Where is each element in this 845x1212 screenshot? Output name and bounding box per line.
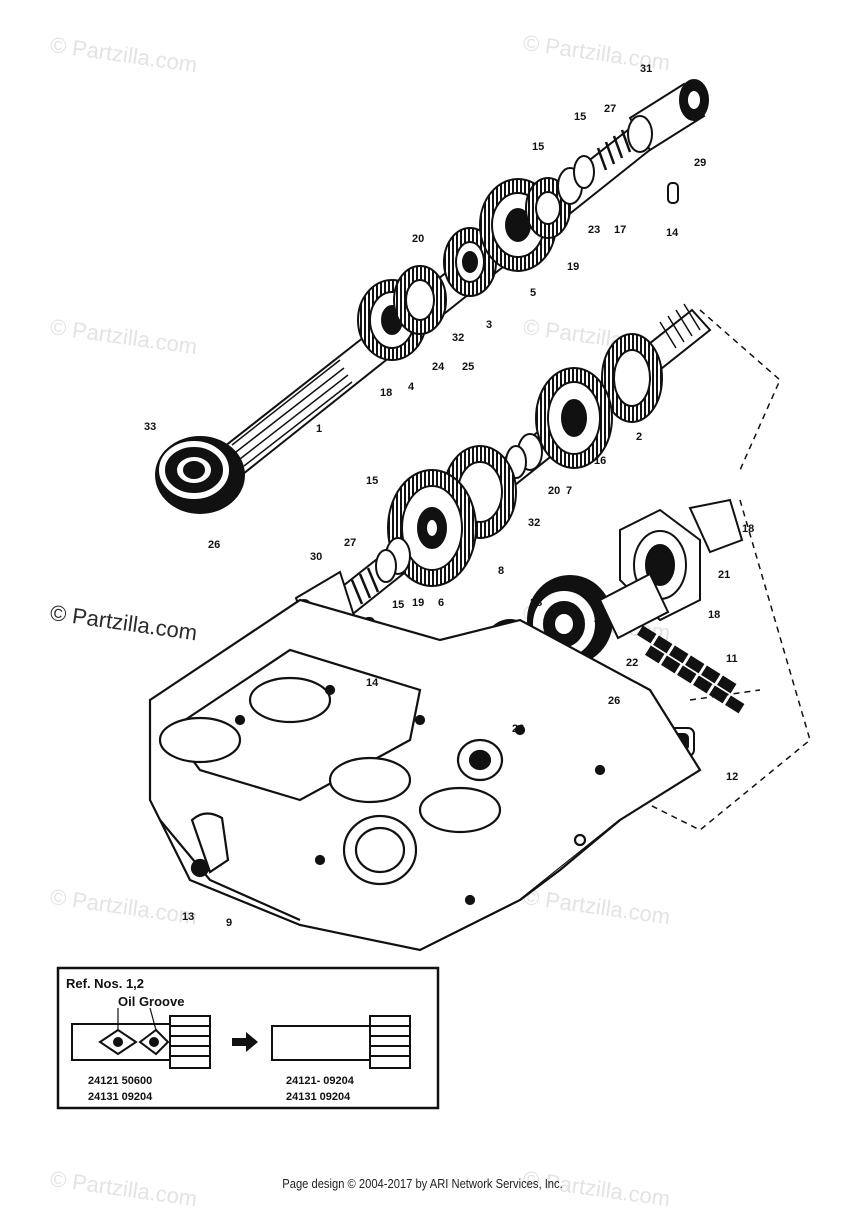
gear (601, 333, 663, 423)
part-number: 24131 09204 (286, 1091, 351, 1103)
label-13: 13 (182, 911, 194, 923)
label-15: 15 (574, 111, 586, 123)
label-27: 27 (604, 103, 616, 115)
label-33: 33 (144, 421, 156, 433)
shaft-detail-old (71, 1007, 211, 1069)
label-15: 15 (366, 475, 378, 487)
end-cap (627, 79, 709, 153)
washer (573, 155, 595, 189)
label-18: 18 (742, 523, 754, 535)
label-28: 28 (530, 597, 542, 609)
label-19: 19 (412, 597, 424, 609)
gear (535, 367, 613, 469)
crankcase (148, 598, 702, 952)
label-18: 18 (380, 387, 392, 399)
label-22: 22 (626, 657, 638, 669)
label-2: 2 (636, 431, 642, 443)
label-17: 17 (614, 224, 626, 236)
label-21: 21 (718, 569, 730, 581)
label-4: 4 (408, 381, 415, 393)
label-32: 32 (452, 332, 464, 344)
inset-title: Ref. Nos. 1,2 (66, 976, 144, 991)
label-26: 26 (608, 695, 620, 707)
bearing-journal (328, 756, 412, 804)
label-32: 32 (528, 517, 540, 529)
label-15: 15 (532, 141, 544, 153)
label-29: 29 (694, 157, 706, 169)
label-8: 8 (498, 565, 504, 577)
label-26: 26 (208, 539, 220, 551)
upper-shaft-assembly (155, 79, 709, 514)
part-labels: 31 27 15 29 15 23 17 14 19 5 20 3 32 24 … (144, 63, 754, 929)
chain (637, 625, 745, 714)
gear (393, 265, 447, 335)
label-6: 6 (438, 597, 444, 609)
label-18: 18 (708, 609, 720, 621)
label-9: 9 (226, 917, 232, 929)
label-1: 1 (316, 423, 322, 435)
label-5: 5 (530, 287, 536, 299)
bearing (155, 436, 245, 514)
circlip (375, 549, 397, 583)
label-20: 20 (412, 233, 424, 245)
bearing-journal (418, 786, 502, 834)
page-footer: Page design © 2004-2017 by ARI Network S… (282, 1176, 563, 1191)
spring (350, 567, 380, 605)
label-24: 24 (432, 361, 445, 373)
spline (659, 303, 701, 349)
label-20: 20 (548, 485, 560, 497)
dowel-pin (667, 182, 679, 204)
label-14: 14 (666, 227, 679, 239)
shift-lever (190, 812, 230, 874)
reference-inset: Ref. Nos. 1,2 Oil Groove 24121 (56, 966, 440, 1110)
label-3: 3 (486, 319, 492, 331)
spring (596, 129, 632, 171)
part-number: 24121 50600 (88, 1075, 152, 1087)
label-15: 15 (392, 599, 404, 611)
label-14: 14 (366, 677, 379, 689)
label-7: 7 (566, 485, 572, 497)
label-23: 23 (588, 224, 600, 236)
oil-groove-label: Oil Groove (118, 994, 184, 1009)
label-22: 22 (594, 613, 606, 625)
label-25: 25 (462, 361, 474, 373)
label-12: 12 (726, 771, 738, 783)
arrow-icon (232, 1032, 258, 1052)
bearing-journal (248, 676, 332, 724)
label-27: 27 (344, 537, 356, 549)
label-26: 26 (512, 723, 524, 735)
bearing-journal (158, 716, 242, 764)
part-number: 24121- 09204 (286, 1075, 355, 1087)
label-19: 19 (567, 261, 579, 273)
label-11: 11 (726, 653, 738, 665)
shaft-detail-new (271, 1015, 411, 1069)
label-31: 31 (640, 63, 652, 75)
label-16: 16 (594, 455, 606, 467)
part-number: 24131 09204 (88, 1091, 153, 1103)
label-30: 30 (310, 551, 322, 563)
